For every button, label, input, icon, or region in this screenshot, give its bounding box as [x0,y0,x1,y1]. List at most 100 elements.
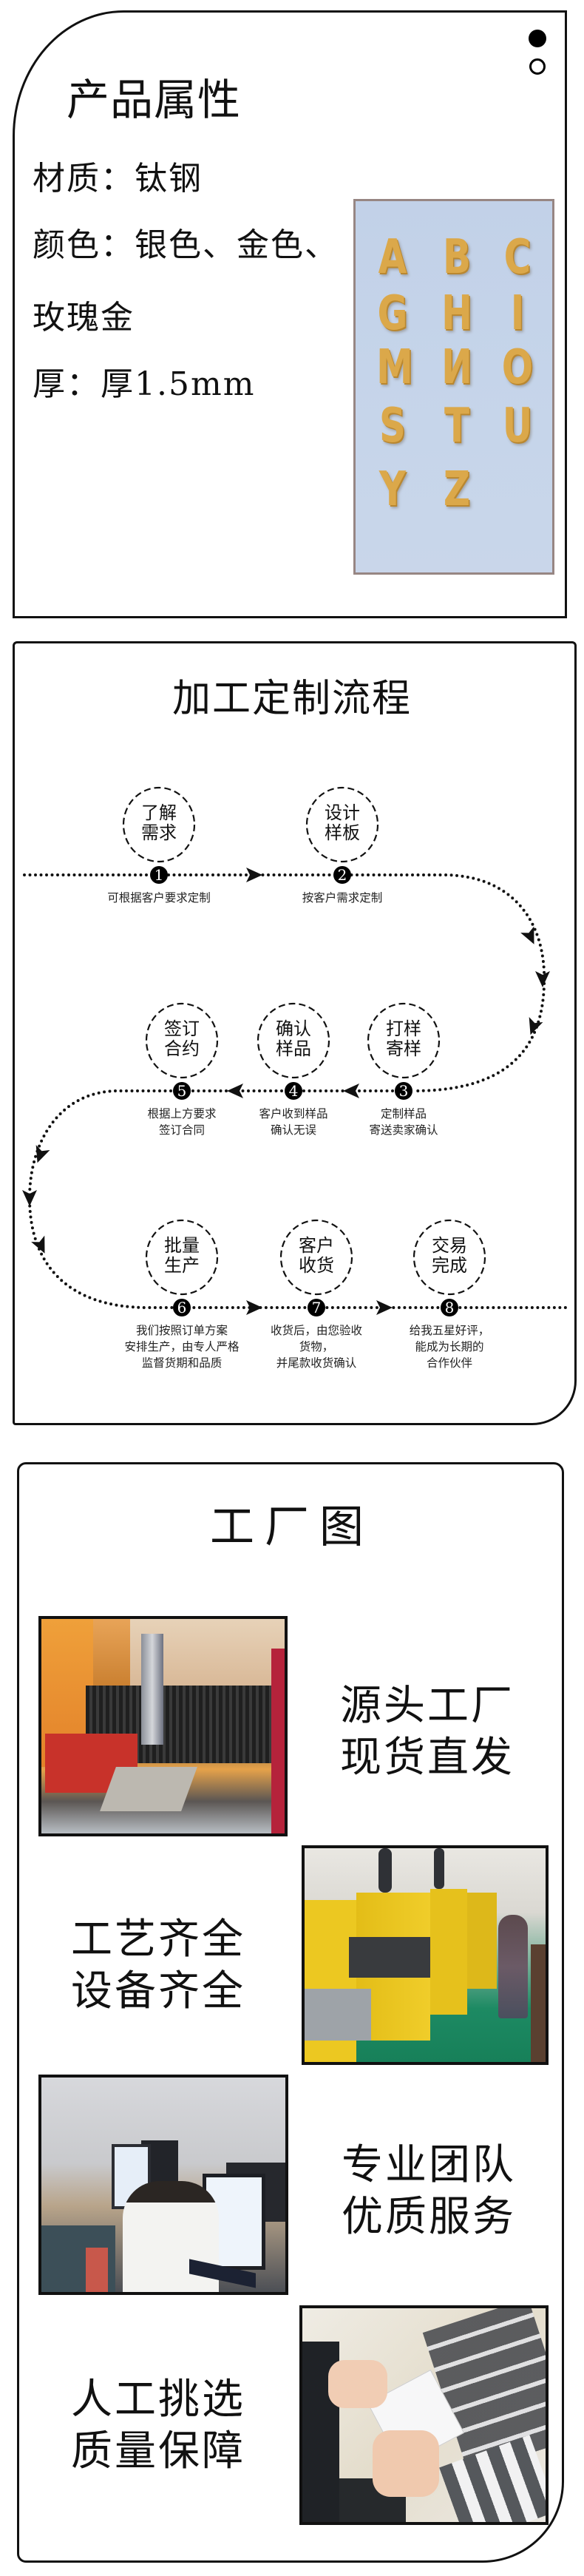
factory-photo-office-team [38,2075,288,2295]
step-description-line: 定制样品 [380,1107,427,1120]
step-description-line: 安排生产，由专人严格 [124,1340,240,1353]
step-label-line: 签订 [164,1018,200,1039]
step-number-3: 3 [399,1082,409,1100]
letter-pendant-z: Z [443,462,471,517]
step-description-8: 给我五星好评，能成为长期的合作伙伴 [368,1322,531,1371]
letter-pendant-n: И [441,340,472,395]
factory-card [17,1462,564,2563]
arrow-right-icon [246,868,262,882]
step-number-badge-1 [150,866,168,884]
factory-slogan-1-line1: 源头工厂 [340,1682,515,1730]
letter-pendant-u: U [502,399,533,453]
step-label-line: 交易 [432,1235,467,1256]
step-label-line: 批量 [164,1235,200,1256]
step-number-badge-7 [308,1299,325,1316]
letter-pendant-a: A [378,230,407,285]
step-circle-2 [305,786,379,863]
letter-pendant-t: T [444,399,470,453]
factory-slogan-2: 工艺齐全 设备齐全 [71,1914,245,2018]
factory-slogan-4-line2: 质量保障 [71,2427,245,2475]
step-description-line: 根据上方要求 [147,1107,217,1120]
step-label-line: 生产 [164,1255,200,1276]
letter-pendant-h: H [441,286,472,341]
step-description-2: 按客户需求定制 [261,890,424,906]
step-label-line: 合约 [164,1038,200,1059]
step-number-6: 6 [177,1299,187,1316]
factory-title: 工厂图 [210,1501,374,1553]
step-label-8: 交易完成 [412,1236,486,1276]
letter-pendant-s: S [379,399,406,453]
factory-slogan-4: 人工挑选 质量保障 [71,2374,245,2478]
step-label-line: 需求 [141,822,177,843]
letter-pendant-m: M [376,340,413,395]
step-label-line: 确认 [276,1018,311,1039]
step-label-4: 确认样品 [257,1019,330,1059]
step-description-line: 按客户需求定制 [302,891,383,905]
step-description-line: 监督货期和品质 [141,1356,223,1370]
attribute-color: 颜色：银色、金色、 [33,226,339,264]
step-number-badge-8 [441,1299,458,1316]
factory-slogan-3: 专业团队 优质服务 [342,2140,516,2243]
step-circle-6 [145,1219,219,1296]
letter-pendant-g: G [377,286,408,341]
arrow-right-icon [376,1300,393,1315]
carousel-dot-active[interactable] [529,30,546,47]
step-number-8: 8 [445,1299,455,1316]
step-description-line: 货物， [299,1340,334,1353]
step-number-badge-4 [285,1082,302,1100]
step-label-line: 打样 [386,1018,421,1039]
arrow-down-icon [529,1017,543,1035]
step-label-6: 批量生产 [145,1236,219,1276]
step-label-line: 了解 [141,802,177,823]
product-attributes-card [13,10,567,618]
step-description-5: 根据上方要求签订合同 [101,1106,263,1138]
attribute-thickness: 厚：厚1.5mm [33,365,256,403]
letter-pendant-i: I [510,286,525,341]
step-label-2: 设计样板 [305,803,379,843]
step-description-line: 收货后，由您验收 [270,1324,362,1337]
step-label-1: 了解需求 [122,803,196,843]
step-number-badge-5 [173,1082,191,1100]
step-label-line: 收货 [299,1255,334,1276]
step-circle-3 [367,1002,441,1079]
step-circle-5 [145,1002,219,1079]
arrow-down-icon [31,1235,45,1254]
arrow-down-icon [35,1145,50,1163]
step-circle-4 [257,1002,330,1079]
step-circle-7 [279,1219,353,1296]
step-description-line: 合作伙伴 [426,1356,472,1370]
step-number-4: 4 [289,1082,299,1100]
step-label-line: 寄样 [386,1038,421,1059]
step-description-line: 能成为长期的 [415,1340,484,1353]
product-attributes-title: 产品属性 [67,75,242,125]
letter-pendant-c: C [503,230,532,285]
step-number-2: 2 [338,866,347,884]
factory-slogan-4-line1: 人工挑选 [71,2376,245,2424]
step-label-3: 打样寄样 [367,1019,441,1059]
arrow-down-icon [535,971,550,987]
step-label-line: 样板 [325,822,360,843]
arrow-down-icon [22,1190,37,1206]
step-description-7: 收货后，由您验收货物，并尾款收货确认 [235,1322,398,1371]
step-description-line: 我们按照订单方案 [135,1324,228,1337]
step-circle-8 [412,1219,486,1296]
step-number-badge-2 [333,866,351,884]
step-number-7: 7 [312,1299,322,1316]
step-description-3: 定制样品寄送卖家确认 [322,1106,485,1138]
arrow-left-icon [227,1084,243,1098]
arrow-right-icon [246,1300,262,1315]
step-number-badge-3 [395,1082,412,1100]
carousel-dot-inactive[interactable] [529,58,546,75]
step-description-line: 确认无误 [270,1123,316,1137]
arrow-left-icon [343,1084,359,1098]
factory-photo-production-line [302,1845,549,2065]
step-label-line: 样品 [276,1038,311,1059]
step-description-line: 可根据客户要求定制 [107,891,211,905]
factory-photo-laser-machine [38,1616,288,1836]
arrow-down-icon [520,926,534,944]
process-title: 加工定制流程 [172,677,412,721]
step-number-5: 5 [177,1082,187,1100]
letter-pendant-b: B [442,230,472,285]
